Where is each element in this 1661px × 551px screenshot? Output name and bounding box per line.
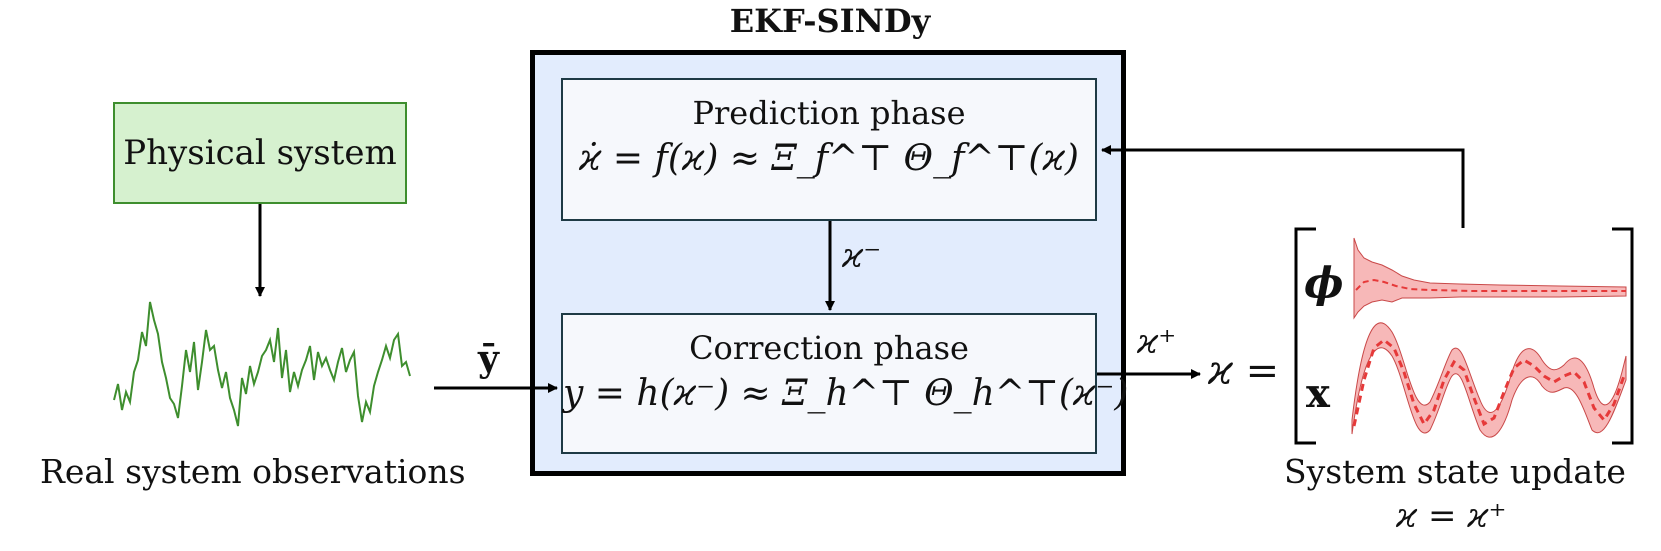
physical-system-box: Physical system [113,102,407,204]
prior-state-label: ϰ⁻ [842,236,882,276]
x-mean-line [1352,338,1626,427]
posterior-state-label: ϰ⁺ [1137,322,1177,362]
observation-signal [113,301,411,427]
x-confidence-band [1351,322,1627,438]
prediction-phase-title: Prediction phase [692,94,966,132]
update-caption: System state update [1284,452,1626,491]
left-bracket [1294,227,1316,445]
phi-confidence-band [1353,237,1627,320]
correction-equation: y = h(ϰ⁻) ≈ Ξ_h^⊤ Θ_h^⊤(ϰ⁻) [563,373,1129,414]
state-equals: ϰ = [1208,348,1280,394]
correction-phase-title: Correction phase [689,329,969,367]
arrow-feedback [1101,145,1465,228]
prediction-equation: ϰ̇ = f(ϰ) ≈ Ξ_f^⊤ Θ_f^⊤(ϰ) [579,138,1079,179]
observation-symbol: ȳ [478,338,499,380]
prediction-phase-box: Prediction phase ϰ̇ = f(ϰ) ≈ Ξ_f^⊤ Θ_f^⊤… [561,78,1097,221]
phi-mean-line [1355,278,1626,292]
state-row-x: x [1306,370,1330,417]
state-row-phi: ϕ [1304,258,1344,307]
right-bracket [1612,227,1634,445]
update-equation: ϰ = ϰ⁺ [1396,496,1507,536]
diagram-title: EKF-SINDy [729,2,931,40]
observations-caption: Real system observations [40,452,466,491]
correction-phase-box: Correction phase y = h(ϰ⁻) ≈ Ξ_h^⊤ Θ_h^⊤… [561,313,1129,454]
